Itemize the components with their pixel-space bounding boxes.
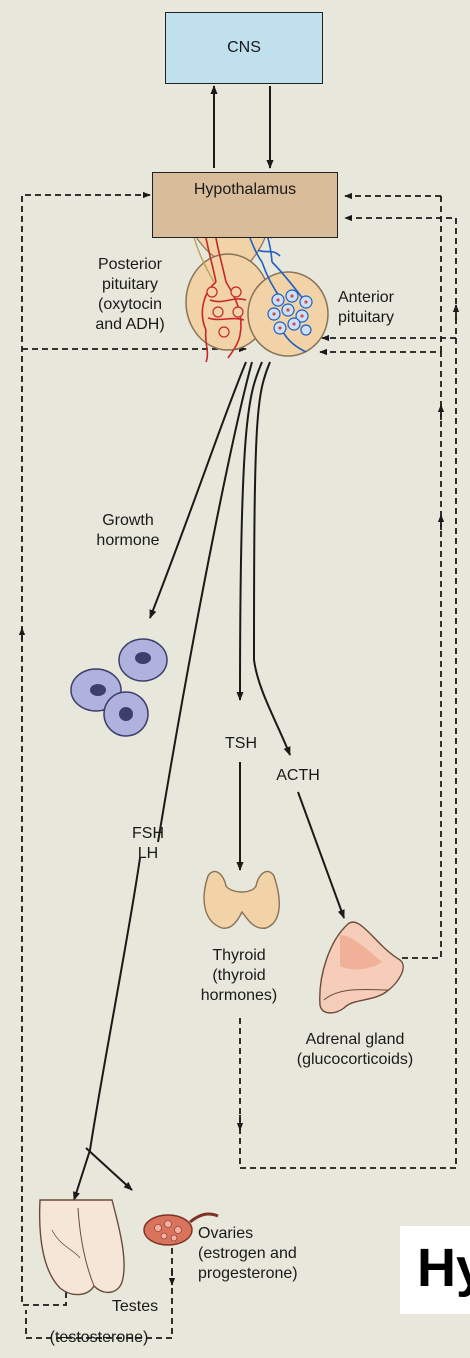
- fsh-lh-label: FSH LH: [132, 825, 164, 862]
- acth-label: ACTH: [276, 767, 320, 784]
- ovaries-feedback-line: [25, 1248, 173, 1339]
- growth-hormone-target-cells: [70, 638, 168, 737]
- hormone-arrows: [73, 361, 345, 1201]
- adrenal-gland-label: Adrenal gland (glucocorticoids): [296, 1031, 414, 1068]
- feedback-loops: [18, 191, 460, 1339]
- fsh-lh-arrow: [157, 361, 253, 843]
- adrenal-feedback-line: [319, 348, 442, 959]
- testes-label: Testes: [111, 1298, 159, 1315]
- growth-hormone-arrow: [149, 361, 247, 619]
- ovaries: [143, 1212, 219, 1246]
- growth-hormone-label: Growth hormone: [96, 512, 160, 549]
- thyroid-feedback-line: [239, 214, 457, 1169]
- anterior-pituitary-label: Anterior pituitary: [337, 289, 395, 326]
- slide-title: Hy: [417, 1238, 470, 1298]
- acth-arrow: [252, 361, 291, 756]
- thyroid-gland: [203, 870, 280, 929]
- tsh-arrow: [236, 361, 263, 701]
- tsh-label: TSH: [225, 735, 257, 752]
- cns-box: CNS: [165, 12, 323, 84]
- posterior-pituitary-label: Posterior pituitary (oxytocin and ADH): [95, 256, 165, 333]
- adrenal-gland: [319, 921, 404, 1014]
- testosterone-label: (testosterone): [49, 1329, 149, 1346]
- hypothalamus-label: Hypothalamus: [193, 181, 297, 198]
- lh-to-gonads-arrow: [73, 857, 141, 1201]
- slide-title-box: Hy: [400, 1226, 470, 1314]
- cns-hypothalamus-arrows: [210, 85, 274, 169]
- ovaries-label: Ovaries (estrogen and progesterone): [198, 1225, 298, 1282]
- thyroid-label: Thyroid (thyroid hormones): [200, 947, 278, 1004]
- hypothalamus-box: Hypothalamus: [152, 172, 338, 238]
- testes: [38, 1199, 125, 1296]
- acth-to-adrenal-arrow: [297, 791, 345, 919]
- testes-feedback-line: [21, 191, 151, 1306]
- anterior-cells: [267, 289, 313, 336]
- cns-label: CNS: [227, 39, 261, 56]
- to-ovaries-arrow: [85, 1147, 133, 1191]
